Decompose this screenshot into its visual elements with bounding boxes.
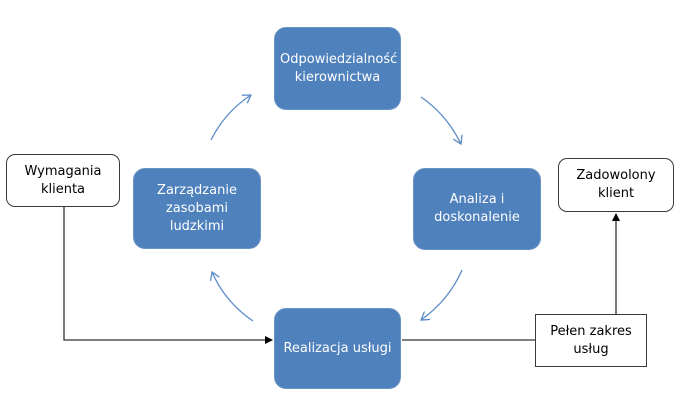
output-box: Zadowolony klient [558,158,674,212]
input-box: Wymagania klienta [6,154,120,207]
process-label: Realizacja usługi [283,340,392,356]
cycle-arrow-left-to-top [210,95,251,141]
process-label: Odpowiedzialność kierownictwa [280,51,398,85]
deliverable-box: Pełen zakres usług [535,314,647,367]
process-box-top: Odpowiedzialność kierownictwa [274,27,401,110]
process-box-left: Zarządzanie zasobami ludzkimi [133,168,261,249]
deliverable-label: Pełen zakres usług [550,323,632,357]
input-label: Wymagania klienta [24,163,102,197]
process-box-right: Analiza i doskonalenie [413,168,541,250]
cycle-arrow-right-to-bottom [421,269,463,320]
process-label: Analiza i doskonalenie [434,192,520,225]
cycle-arrow-bottom-to-left [212,272,254,322]
process-label: Zarządzanie zasobami ludzkimi [157,182,237,234]
process-box-bottom: Realizacja usługi [274,308,401,389]
output-label: Zadowolony klient [576,168,656,201]
cycle-arrow-top-to-right [420,96,461,144]
input-connector [63,207,273,344]
